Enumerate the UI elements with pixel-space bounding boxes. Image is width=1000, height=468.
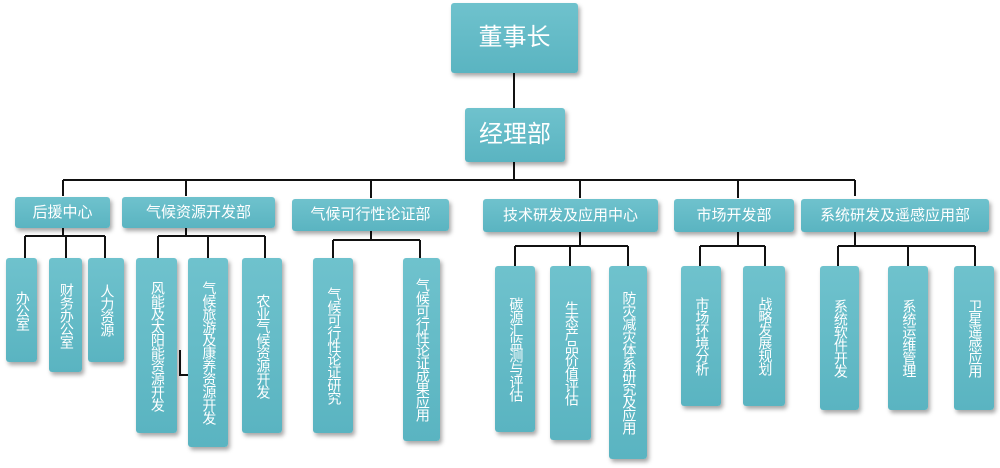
unit-wind-solar: 风能及太阳能资源开发 xyxy=(136,258,177,433)
unit-strategy-planning: 战略发展规划 xyxy=(743,266,785,406)
dept-system-remote-sensing: 系统研发及遥感应用部 xyxy=(801,199,989,232)
dept-climate-feasibility: 气候可行性论证部 xyxy=(292,199,449,231)
unit-software-dev: 系统软件开发 xyxy=(820,266,859,410)
dept-climate-resources: 气候资源开发部 xyxy=(122,197,275,228)
unit-ops-management: 系统运维管理 xyxy=(888,266,928,410)
unit-feasibility-research: 气候可行性论证研究 xyxy=(313,258,353,433)
unit-carbon-monitoring: 碳源汇监测与评估 xyxy=(495,266,535,432)
unit-feasibility-application: 气候可行性论证成果应用 xyxy=(403,258,440,441)
unit-agri-climate: 农业气候资源开发 xyxy=(242,258,282,433)
dept-tech-rnd: 技术研发及应用中心 xyxy=(483,199,658,232)
unit-eco-value: 生态产品价值评估 xyxy=(550,266,591,440)
unit-finance-office: 财务办公室 xyxy=(49,258,82,372)
manager-node: 经理部 xyxy=(465,108,565,162)
dept-houyuan: 后援中心 xyxy=(15,197,110,228)
unit-climate-tourism: 气候旅游及康养资源开发 xyxy=(188,258,228,447)
unit-disaster-prevention: 防灾减灾体系研究及应用 xyxy=(609,266,647,459)
unit-satellite-remote-sensing: 卫星遥感应用 xyxy=(954,266,994,410)
unit-market-analysis: 市场环境分析 xyxy=(681,266,721,406)
chairman-node: 董事长 xyxy=(451,3,578,73)
unit-hr: 人力资源 xyxy=(88,258,124,362)
dept-market: 市场开发部 xyxy=(674,199,794,232)
unit-office: 办公室 xyxy=(6,258,37,362)
